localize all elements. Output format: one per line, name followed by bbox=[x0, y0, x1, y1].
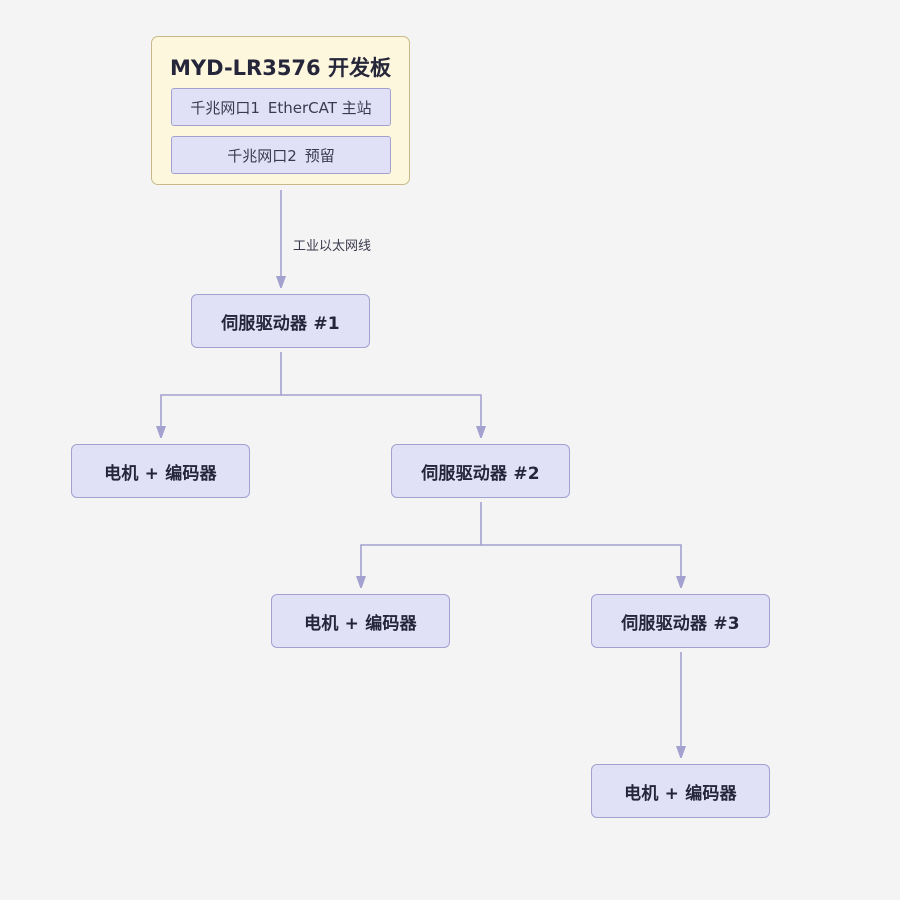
edge-label-ethernet-cable: 工业以太网线 bbox=[293, 239, 372, 254]
port-2-name: 千兆网口2 bbox=[227, 146, 297, 165]
motor-encoder-2-node[interactable]: 电机 + 编码器 bbox=[271, 594, 450, 648]
dev-board-title: MYD-LR3576 开发板 bbox=[170, 56, 391, 80]
port-1-role: EtherCAT 主站 bbox=[267, 98, 372, 117]
port-1-name: 千兆网口1 bbox=[190, 98, 260, 117]
port-gigabit-1[interactable]: 千兆网口1 EtherCAT 主站 bbox=[171, 88, 391, 126]
servo-drive-1-node[interactable]: 伺服驱动器 #1 bbox=[191, 294, 370, 348]
edge-servo2-motor2 bbox=[361, 502, 482, 583]
servo-drive-3-node[interactable]: 伺服驱动器 #3 bbox=[591, 594, 770, 648]
edge-servo1-motor1 bbox=[161, 352, 282, 433]
port-2-role: 预留 bbox=[304, 146, 335, 165]
dev-board-node[interactable]: MYD-LR3576 开发板 千兆网口1 EtherCAT 主站 千兆网口2 预留 bbox=[151, 36, 410, 185]
edge-servo2-servo3 bbox=[481, 544, 681, 583]
motor-encoder-3-node[interactable]: 电机 + 编码器 bbox=[591, 764, 770, 818]
servo-drive-2-node[interactable]: 伺服驱动器 #2 bbox=[391, 444, 570, 498]
port-gigabit-2[interactable]: 千兆网口2 预留 bbox=[171, 136, 391, 174]
motor-encoder-1-node[interactable]: 电机 + 编码器 bbox=[71, 444, 250, 498]
edge-servo1-servo2 bbox=[281, 394, 481, 433]
